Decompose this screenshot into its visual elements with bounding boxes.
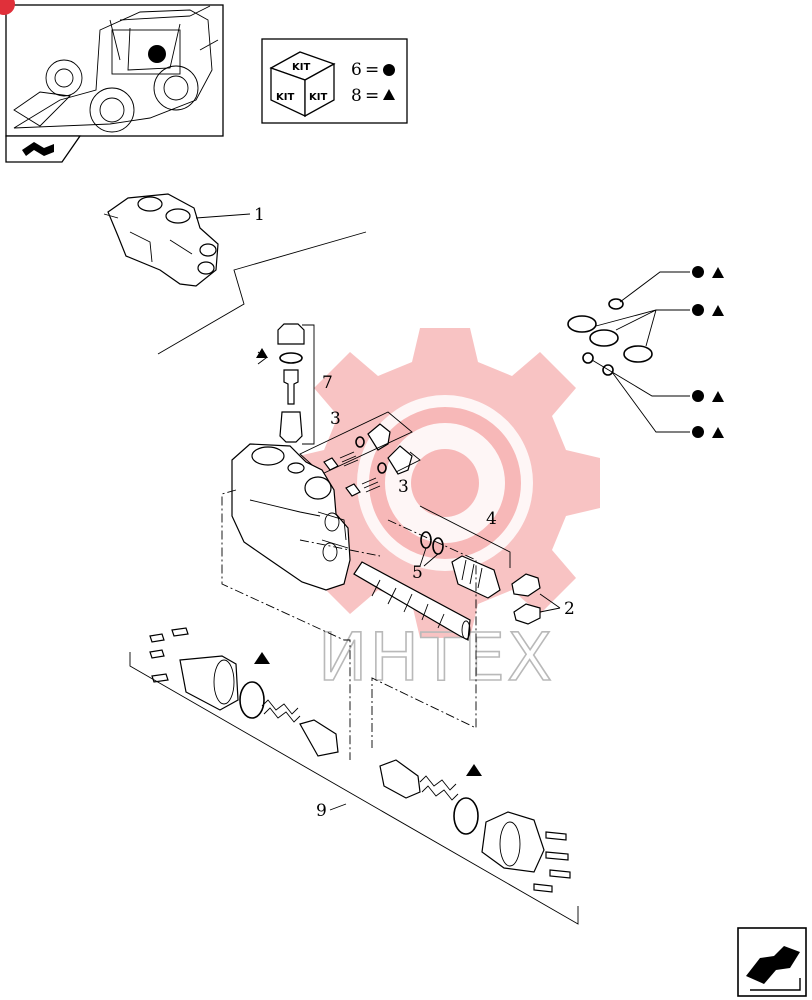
highlight-dot: [148, 45, 166, 63]
kit-triangle-icon-b: [712, 305, 724, 316]
kit-circle-icon-c: [692, 390, 704, 402]
part-4-spool-end: [451, 555, 501, 599]
callout-2: 2: [564, 599, 575, 619]
kit-label-left: KIT: [276, 92, 294, 103]
triangle-kit-icon-9b: [466, 764, 482, 776]
kit-row-1-equals: =: [365, 60, 379, 80]
kit-box-icon: KIT KIT KIT: [269, 51, 336, 118]
part-9-cap-left: [149, 627, 339, 757]
seal-kit-symbols: [692, 266, 724, 438]
kit-triangle-icon: [383, 89, 395, 100]
assembly-center-lines: [221, 489, 477, 760]
leader-1: [195, 213, 251, 219]
kit-row-2-equals: =: [365, 86, 379, 106]
callout-3-lower: 3: [398, 477, 409, 497]
leader-9: [329, 803, 347, 811]
backhoe-loader-thumbnail: [13, 5, 219, 133]
part-2-collars: [511, 573, 541, 625]
kit-triangle-icon-c: [712, 391, 724, 402]
watermark: ИНТЕХ: [290, 328, 600, 697]
part-9-cap-right: [379, 759, 571, 893]
kit-circle-icon-a: [692, 266, 704, 278]
section-arrow-icon: [22, 142, 54, 156]
thumbnail-panel[interactable]: [0, 0, 224, 163]
bracket-3-lower: [395, 451, 421, 473]
kit-row-2-number: 8: [351, 86, 362, 106]
kit-row-1-number: 6: [351, 60, 362, 80]
kit-circle-icon: [383, 64, 395, 76]
part-1-valve-assembly: [103, 193, 219, 287]
bracket-7: [302, 324, 315, 445]
callout-1: 1: [254, 205, 265, 225]
kit-circle-icon-d: [692, 426, 704, 438]
callout-9: 9: [316, 801, 327, 821]
part-7-plug-stack: [277, 323, 305, 443]
section-break-line: [157, 231, 367, 355]
callout-3-upper: 3: [330, 409, 341, 429]
kit-circle-icon-b: [692, 304, 704, 316]
bracket-4: [419, 505, 511, 568]
kit-triangle-icon-a: [712, 267, 724, 278]
callout-7: 7: [322, 373, 333, 393]
triangle-kit-icon-7: [256, 348, 268, 358]
seal-kit-group: [567, 271, 690, 433]
valve-body: [231, 443, 351, 591]
watermark-text: ИНТЕХ: [318, 619, 554, 696]
triangle-kit-icon-9a: [254, 652, 270, 664]
kit-triangle-icon-d: [712, 427, 724, 438]
spool: [353, 561, 471, 641]
kit-label-top: KIT: [292, 62, 310, 73]
callout-4: 4: [486, 509, 497, 529]
leader-5: [419, 547, 439, 567]
kit-legend: KIT KIT KIT 6 = 8 =: [261, 38, 408, 124]
corner-badge: [0, 0, 15, 15]
bracket-9: [129, 652, 579, 925]
kit-label-right: KIT: [309, 92, 327, 103]
leader-2: [539, 593, 561, 613]
next-page-button[interactable]: [737, 927, 807, 997]
callout-5: 5: [412, 563, 423, 583]
next-page-arrow-icon: [746, 946, 801, 991]
